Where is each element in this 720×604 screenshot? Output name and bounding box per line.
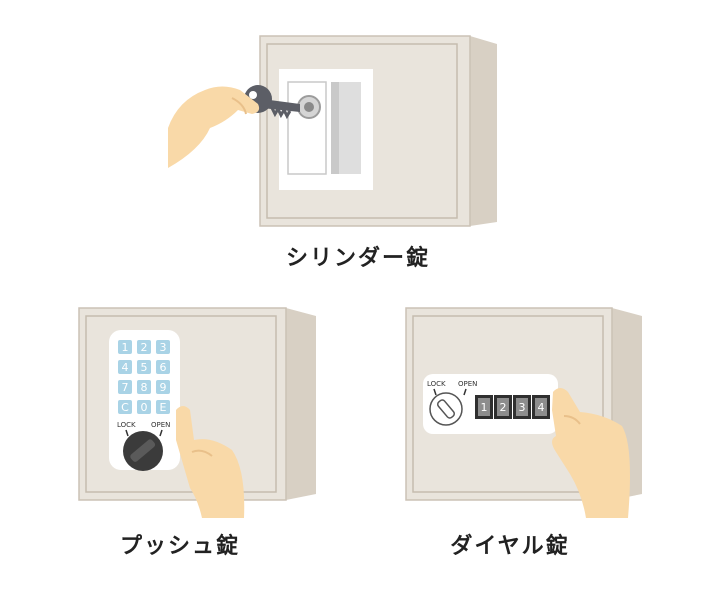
keypad-button[interactable] [156,400,170,414]
caption-cylinder-lock: シリンダー錠 [285,246,431,271]
dial-wheel[interactable] [535,398,547,416]
dial-digit-label: 4 [538,401,545,414]
safe-side-panel [470,36,497,226]
safe-door-outline [85,315,277,493]
keypad-button-label: 9 [160,381,167,394]
dial-wheel[interactable] [516,398,528,416]
keypad-button-label: 3 [160,341,167,354]
keypad-button[interactable] [137,380,151,394]
keypad-button[interactable] [137,340,151,354]
keypad-button[interactable] [118,360,132,374]
key-icon [244,85,300,120]
knob-grip [130,439,156,462]
keypad-button[interactable] [156,340,170,354]
keypad-button[interactable] [118,400,132,414]
dial-digit-label: 2 [500,401,507,414]
dial-open-label: OPEN [458,380,477,388]
keypad-button-label: 8 [141,381,148,394]
keypad-button-label: 7 [122,381,129,394]
keypad-button[interactable] [118,380,132,394]
keypad-button[interactable] [137,400,151,414]
safe-side-panel [286,308,316,500]
keypad-button-label: 6 [160,361,167,374]
keypad-button-label: 4 [122,361,129,374]
hand-turning-key [168,86,260,168]
keypad-button[interactable] [156,380,170,394]
hand-turning-dial [552,388,630,518]
caption-dial-lock: ダイヤル錠 [450,534,570,559]
dial-lock-label: LOCK [427,380,446,388]
keypad-button-label: 1 [122,341,129,354]
dial-wheel[interactable] [478,398,490,416]
dial-wheel[interactable] [497,398,509,416]
hand-pressing-keypad [176,406,245,518]
safe-door-outline [412,315,604,493]
cylinder-lock-safe [168,35,497,227]
lock-indicator-mark [125,429,129,437]
keypad-button-label: C [121,401,129,414]
push-open-label: OPEN [151,421,170,429]
push-lock-label: LOCK [117,421,136,429]
keypad-button[interactable] [156,360,170,374]
open-indicator-mark [159,429,163,437]
safe-door-outline [266,43,458,219]
keypad-button-label: E [160,401,167,414]
knob-grip [436,399,456,419]
keypad-button[interactable] [137,360,151,374]
keypad-button-label: 2 [141,341,148,354]
keypad-button-label: 5 [141,361,148,374]
dial-digit-label: 3 [519,401,526,414]
caption-push-lock: プッシュ錠 [119,534,241,559]
keypad-button[interactable] [118,340,132,354]
keypad-button-label: 0 [141,401,148,414]
dial-digit-label: 1 [481,401,488,414]
